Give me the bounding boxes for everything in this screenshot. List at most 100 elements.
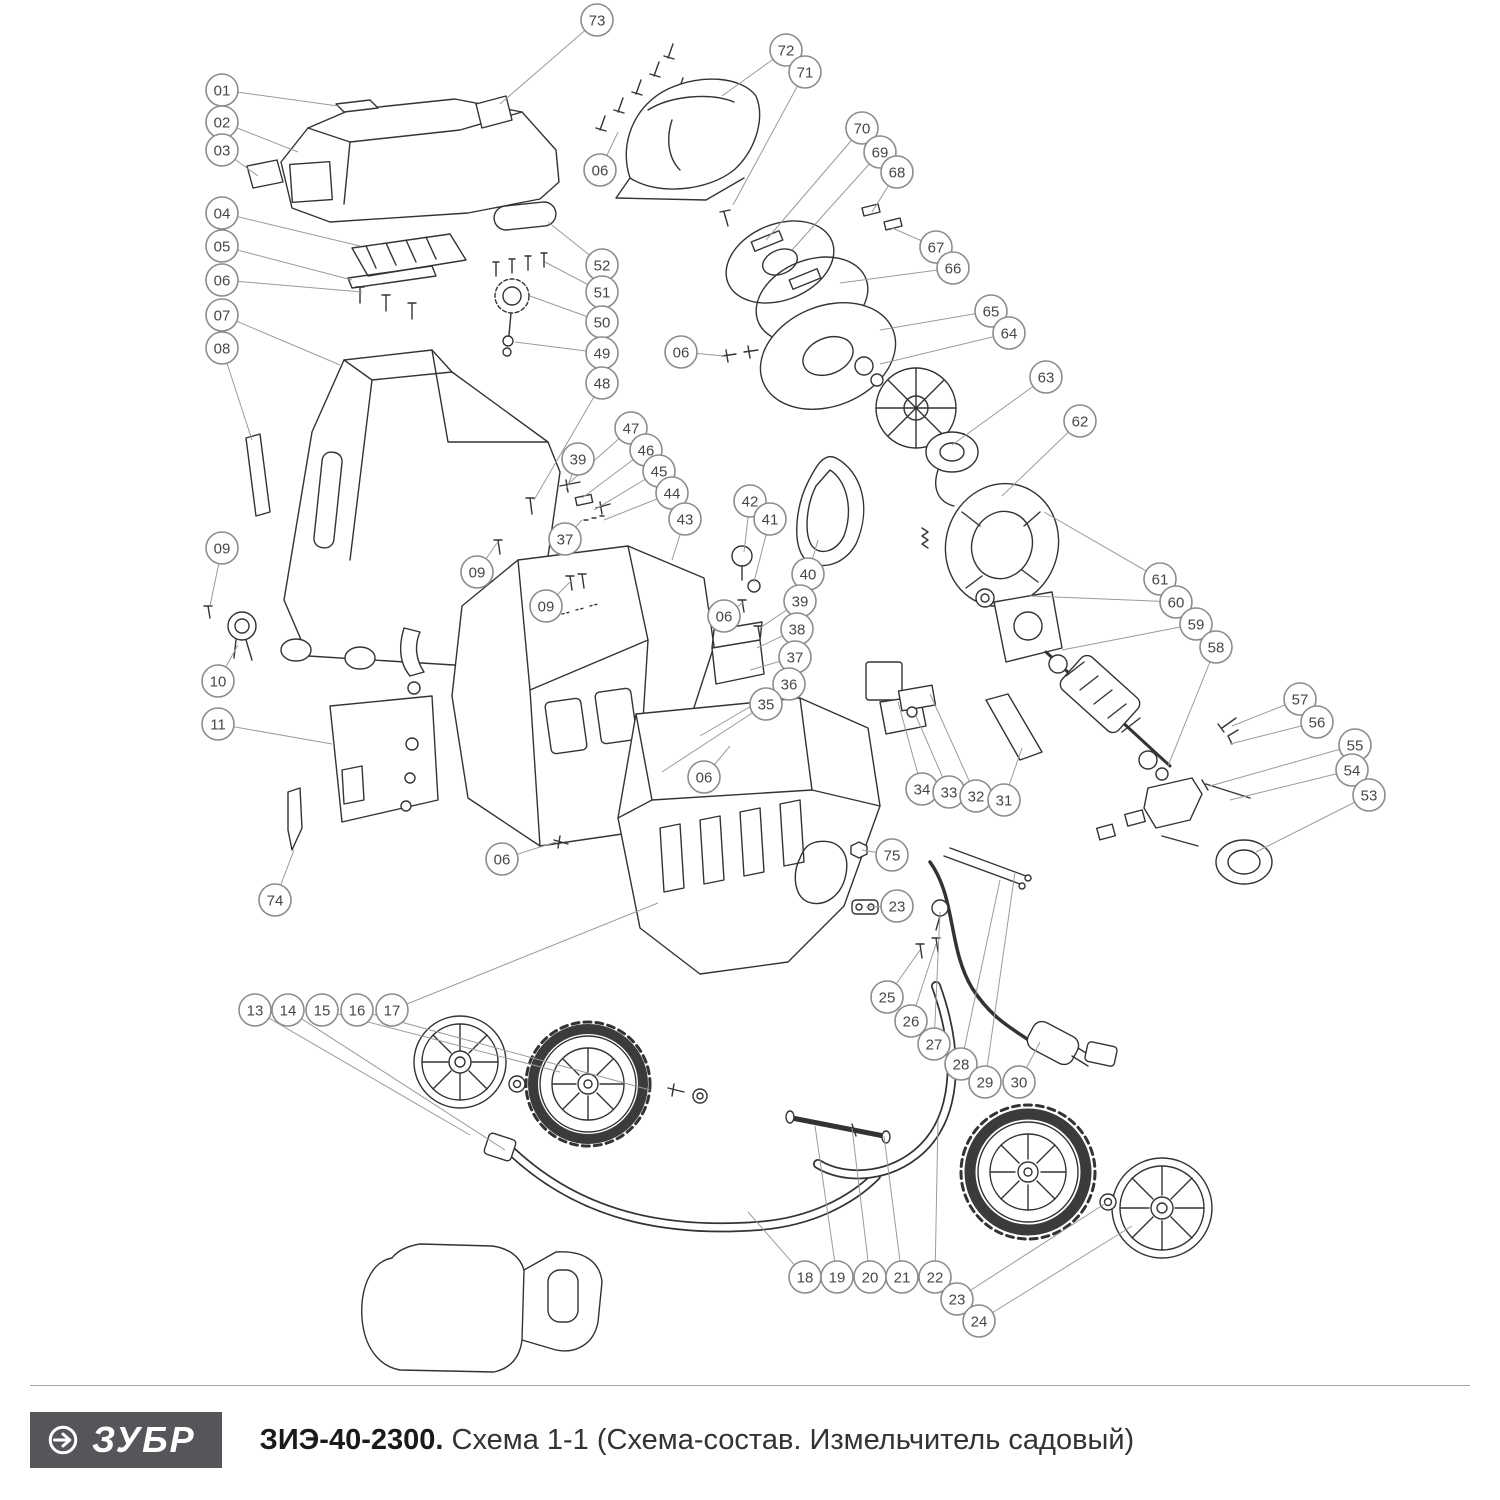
part-balloon-66: 66 [839, 251, 970, 285]
drawing-wheel-rim-left [413, 1015, 507, 1109]
part-balloon-71: 71 [732, 55, 822, 206]
svg-text:39: 39 [570, 452, 587, 469]
part-balloon-01: 01 [205, 73, 339, 107]
svg-text:67: 67 [928, 240, 945, 257]
part-balloon-33: 33 [915, 715, 966, 809]
drawing-blade-discs [725, 203, 903, 410]
part-balloon-59: 59 [1061, 607, 1213, 651]
part-balloon-35: 35 [661, 687, 783, 773]
svg-text:06: 06 [716, 609, 733, 626]
part-balloon-06: 06 [687, 745, 731, 794]
part-balloon-68: 68 [871, 155, 914, 213]
svg-text:32: 32 [968, 789, 985, 806]
diagram-title: ЗИЭ-40-2300. Схема 1-1 (Схема-состав. Из… [260, 1424, 1135, 1457]
part-balloon-34: 34 [897, 701, 939, 806]
part-balloon-58: 58 [1167, 630, 1233, 767]
svg-text:64: 64 [1001, 326, 1018, 343]
part-balloon-43: 43 [668, 502, 702, 561]
svg-text:51: 51 [594, 285, 611, 302]
svg-text:02: 02 [214, 115, 231, 132]
part-balloon-30: 30 [1002, 1041, 1041, 1099]
svg-text:53: 53 [1361, 788, 1378, 805]
svg-text:56: 56 [1309, 715, 1326, 732]
svg-text:13: 13 [247, 1003, 264, 1020]
part-balloon-03: 03 [205, 133, 259, 177]
drawing-impeller [875, 367, 979, 549]
part-balloon-02: 02 [205, 105, 299, 153]
svg-text:58: 58 [1208, 640, 1225, 657]
drawing-wheel-tire-right [959, 1103, 1097, 1241]
part-balloon-26: 26 [894, 943, 937, 1038]
svg-text:43: 43 [677, 512, 694, 529]
brand-name: ЗУБР [92, 1419, 196, 1460]
svg-text:14: 14 [280, 1003, 297, 1020]
drawing-lower-housing [553, 697, 881, 975]
drawing-hopper-funnel [615, 78, 761, 227]
svg-text:60: 60 [1168, 595, 1185, 612]
part-balloon-45: 45 [593, 454, 676, 511]
part-balloon-10: 10 [201, 644, 239, 698]
svg-text:45: 45 [651, 464, 668, 481]
part-balloon-69: 69 [791, 135, 897, 251]
svg-text:55: 55 [1347, 738, 1364, 755]
svg-text:05: 05 [214, 239, 231, 256]
svg-text:33: 33 [941, 785, 958, 802]
part-balloon-17: 17 [375, 902, 659, 1027]
svg-text:29: 29 [977, 1075, 994, 1092]
part-balloon-09: 09 [460, 542, 498, 589]
part-balloon-25: 25 [870, 949, 921, 1014]
svg-text:36: 36 [781, 677, 798, 694]
part-balloon-72: 72 [721, 33, 803, 97]
part-balloon-75: 75 [861, 838, 909, 872]
part-balloon-20: 20 [851, 1127, 887, 1294]
svg-text:09: 09 [214, 541, 231, 558]
footer: ЗУБР ЗИЭ-40-2300. Схема 1-1 (Схема-соста… [0, 1385, 1500, 1500]
svg-text:49: 49 [594, 346, 611, 363]
svg-text:30: 30 [1011, 1075, 1028, 1092]
svg-text:06: 06 [696, 770, 713, 787]
drawing-guard [731, 455, 865, 593]
svg-text:37: 37 [557, 532, 574, 549]
part-balloon-14: 14 [271, 993, 506, 1151]
svg-text:09: 09 [538, 599, 555, 616]
part-balloon-74: 74 [258, 849, 295, 917]
part-balloon-73: 73 [499, 3, 614, 105]
part-balloon-16: 16 [340, 993, 651, 1091]
svg-text:75: 75 [884, 848, 901, 865]
svg-text:24: 24 [971, 1314, 988, 1331]
svg-text:27: 27 [926, 1037, 943, 1054]
svg-text:37: 37 [787, 650, 804, 667]
model-number: ЗИЭ-40-2300. [259, 1423, 444, 1456]
drawing-top-cover [246, 95, 560, 223]
drawing-layer [203, 43, 1273, 1373]
drawing-motor-assembly [944, 482, 1273, 885]
svg-text:09: 09 [469, 565, 486, 582]
svg-text:74: 74 [267, 893, 284, 910]
svg-text:19: 19 [829, 1270, 846, 1287]
svg-text:06: 06 [494, 852, 511, 869]
drawing-wheel-rim-right [1111, 1157, 1213, 1259]
svg-text:03: 03 [214, 143, 231, 160]
part-balloon-23: 23 [940, 1202, 1107, 1316]
exploded-diagram: 0102030405060708091011741314151617730672… [201, 3, 1386, 1373]
svg-text:68: 68 [889, 165, 906, 182]
part-balloon-39: 39 [561, 442, 595, 491]
part-balloon-51: 51 [544, 261, 619, 309]
part-balloon-08: 08 [205, 331, 253, 441]
svg-text:06: 06 [673, 345, 690, 362]
svg-text:06: 06 [592, 163, 609, 180]
svg-text:11: 11 [210, 717, 226, 734]
part-balloon-24: 24 [962, 1225, 1133, 1338]
drawing-collection-bag [361, 1243, 603, 1373]
footer-divider [30, 1385, 1470, 1386]
part-balloon-21: 21 [883, 1135, 919, 1294]
svg-text:61: 61 [1152, 572, 1169, 589]
part-balloon-04: 04 [205, 196, 361, 247]
svg-text:31: 31 [996, 793, 1013, 810]
svg-text:62: 62 [1072, 414, 1089, 431]
svg-text:16: 16 [349, 1003, 366, 1020]
part-balloon-31: 31 [987, 747, 1023, 817]
drawing-feed-roller-group [492, 201, 557, 357]
svg-text:25: 25 [879, 990, 896, 1007]
